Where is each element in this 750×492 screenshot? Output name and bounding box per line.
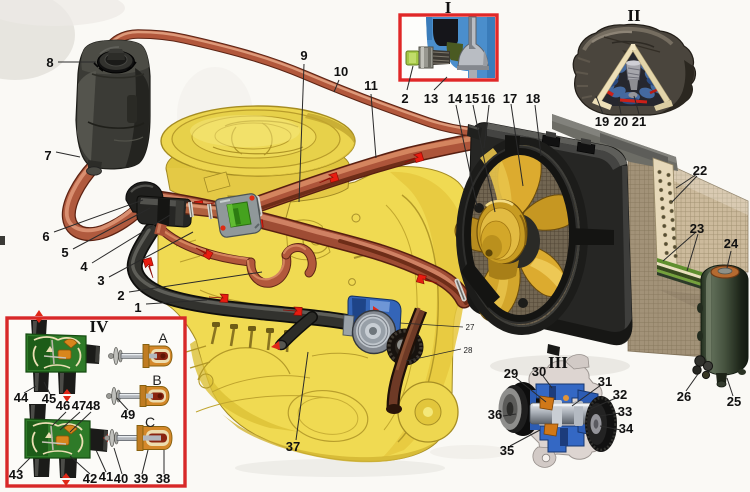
svg-text:15: 15 [465, 91, 479, 106]
svg-text:46: 46 [56, 398, 70, 413]
svg-text:7: 7 [44, 148, 51, 163]
svg-text:II: II [627, 6, 641, 25]
svg-text:17: 17 [503, 91, 517, 106]
svg-text:III: III [548, 353, 568, 372]
svg-text:B: B [152, 372, 161, 388]
svg-text:A: A [158, 330, 168, 346]
svg-text:37: 37 [286, 439, 300, 454]
svg-text:29: 29 [504, 366, 518, 381]
svg-text:6: 6 [42, 229, 49, 244]
svg-text:3: 3 [97, 273, 104, 288]
svg-text:25: 25 [727, 394, 741, 409]
svg-text:40: 40 [114, 471, 128, 486]
svg-text:44: 44 [14, 390, 29, 405]
svg-text:2: 2 [117, 288, 124, 303]
svg-text:43: 43 [9, 467, 23, 482]
svg-text:11: 11 [364, 78, 378, 93]
svg-text:34: 34 [619, 421, 634, 436]
svg-text:8: 8 [46, 55, 53, 70]
svg-text:20: 20 [614, 114, 628, 129]
svg-text:33: 33 [618, 404, 632, 419]
svg-text:18: 18 [526, 91, 540, 106]
svg-text:14: 14 [448, 91, 463, 106]
svg-text:45: 45 [42, 391, 56, 406]
svg-text:49: 49 [121, 407, 135, 422]
svg-text:5: 5 [61, 245, 68, 260]
svg-text:10: 10 [334, 64, 348, 79]
svg-text:27: 27 [466, 323, 475, 332]
svg-text:22: 22 [693, 163, 707, 178]
svg-text:9: 9 [300, 48, 307, 63]
svg-text:36: 36 [488, 407, 502, 422]
svg-text:30: 30 [532, 364, 546, 379]
svg-text:IV: IV [90, 317, 110, 336]
svg-text:C: C [145, 414, 155, 430]
svg-text:16: 16 [481, 91, 495, 106]
svg-text:47: 47 [72, 398, 86, 413]
svg-text:24: 24 [724, 236, 739, 251]
svg-text:48: 48 [86, 398, 100, 413]
svg-text:39: 39 [134, 471, 148, 486]
svg-text:I: I [445, 0, 452, 17]
svg-text:13: 13 [424, 91, 438, 106]
svg-text:2: 2 [401, 91, 408, 106]
svg-text:41: 41 [99, 469, 113, 484]
svg-text:32: 32 [613, 387, 627, 402]
svg-text:28: 28 [464, 346, 473, 355]
svg-text:4: 4 [80, 259, 88, 274]
svg-text:42: 42 [83, 471, 97, 486]
svg-text:35: 35 [500, 443, 514, 458]
svg-text:19: 19 [595, 114, 609, 129]
svg-text:23: 23 [690, 221, 704, 236]
svg-text:31: 31 [598, 374, 612, 389]
svg-text:38: 38 [156, 471, 170, 486]
svg-text:1: 1 [134, 300, 141, 315]
svg-text:26: 26 [677, 389, 691, 404]
svg-text:21: 21 [632, 114, 646, 129]
